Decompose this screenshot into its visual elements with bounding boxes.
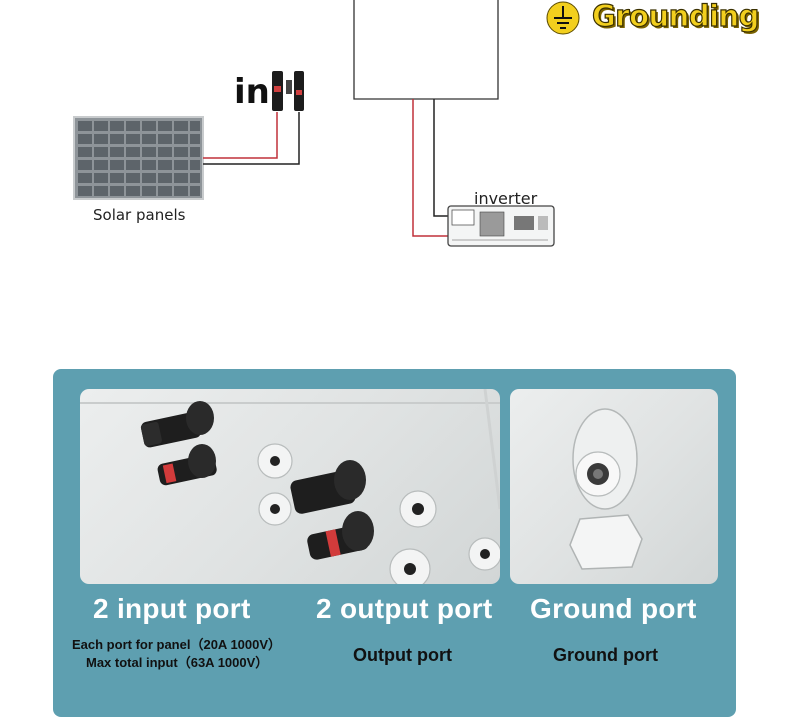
input-port-note-line2: Max total input（63A 1000V） — [86, 655, 269, 670]
input-port-note-line1: Each port for panel（20A 1000V） — [72, 637, 282, 652]
ground-port-photo — [510, 389, 718, 584]
solar-panel-icon — [73, 116, 204, 200]
wiring-diagram-graphic — [73, 0, 580, 247]
combiner-box-outline — [353, 0, 499, 100]
ground-port-subtitle: Ground port — [553, 645, 658, 665]
grounding-label: Grounding — [591, 0, 760, 33]
output-port-subtitle: Output port — [353, 645, 452, 665]
input-connector-icon — [140, 401, 217, 486]
mc4-connector-icon — [272, 71, 304, 111]
output-port-title: 2 output port — [316, 593, 493, 624]
positive-wire — [203, 112, 278, 159]
ground-photo-graphic — [569, 408, 643, 570]
ground-cap-icon — [569, 514, 643, 570]
cable-gland-icon — [257, 443, 500, 584]
ground-port-title: Ground port — [530, 593, 697, 624]
inverter-icon — [447, 205, 555, 247]
negative-wire — [203, 112, 300, 165]
input-output-ports-photo — [80, 389, 500, 584]
output-negative-wire — [433, 99, 448, 217]
ports-photo-graphic — [80, 389, 500, 584]
ground-gland-icon — [572, 408, 638, 510]
output-positive-wire — [412, 99, 448, 237]
wiring-diagram: Grounding in Solar panels inverter — [0, 0, 790, 300]
output-connector-icon — [290, 460, 374, 560]
ports-panel: 2 input port 2 output port Ground port E… — [53, 369, 736, 717]
grounding-icon — [546, 1, 580, 35]
inverter-label: inverter — [474, 189, 538, 208]
input-label: in — [234, 72, 270, 112]
solar-panels-label: Solar panels — [93, 206, 186, 224]
input-port-title: 2 input port — [93, 593, 251, 624]
